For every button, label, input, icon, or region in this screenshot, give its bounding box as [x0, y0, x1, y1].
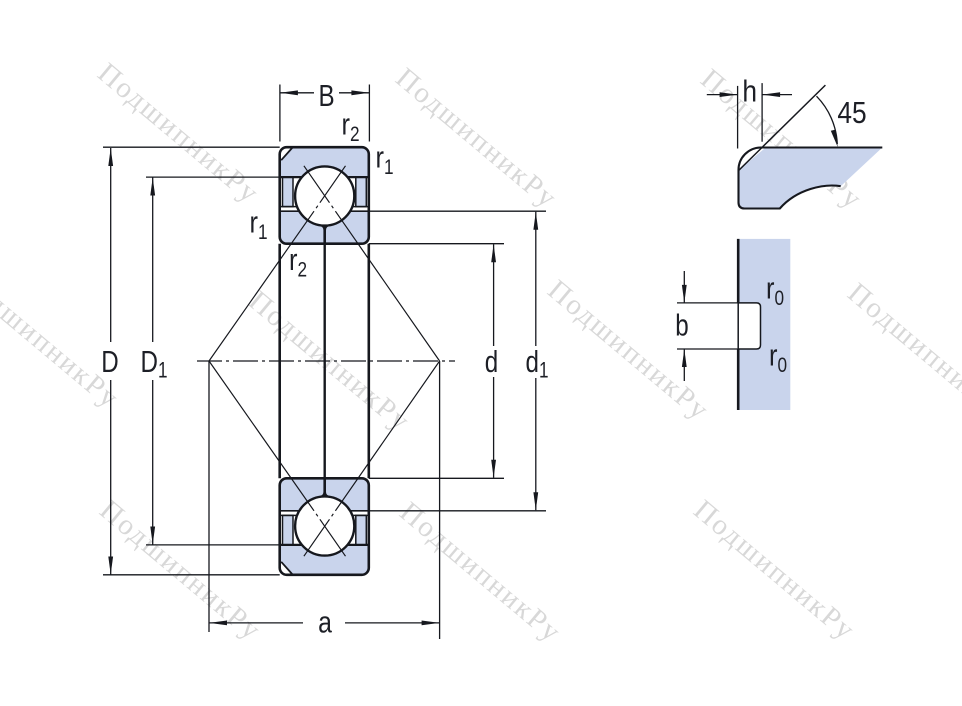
svg-text:ПодшипникРу: ПодшипникРу	[0, 262, 126, 415]
svg-text:45: 45	[837, 96, 866, 130]
svg-text:a: a	[318, 605, 332, 639]
svg-text:d1: d1	[526, 344, 549, 383]
svg-text:b: b	[675, 308, 688, 343]
svg-text:r1: r1	[250, 205, 268, 244]
svg-text:D: D	[101, 344, 118, 379]
svg-text:h: h	[742, 75, 757, 109]
svg-text:ПодшипникРу: ПодшипникРу	[94, 494, 268, 647]
svg-text:ПодшипникРу: ПодшипникРу	[842, 277, 962, 430]
svg-text:r2: r2	[289, 243, 307, 282]
svg-text:D1: D1	[141, 344, 168, 383]
svg-text:d: d	[485, 344, 498, 379]
svg-text:ПодшипникРу: ПодшипникРу	[390, 62, 564, 215]
svg-text:ПодшипникРу: ПодшипникРу	[92, 57, 266, 210]
svg-text:ПодшипникРу: ПодшипникРу	[688, 494, 862, 647]
svg-text:r2: r2	[342, 107, 360, 146]
svg-text:r1: r1	[376, 140, 394, 179]
svg-text:ПодшипникРу: ПодшипникРу	[542, 274, 716, 427]
svg-text:B: B	[318, 78, 334, 113]
svg-text:ПодшипникРу: ПодшипникРу	[394, 496, 568, 649]
